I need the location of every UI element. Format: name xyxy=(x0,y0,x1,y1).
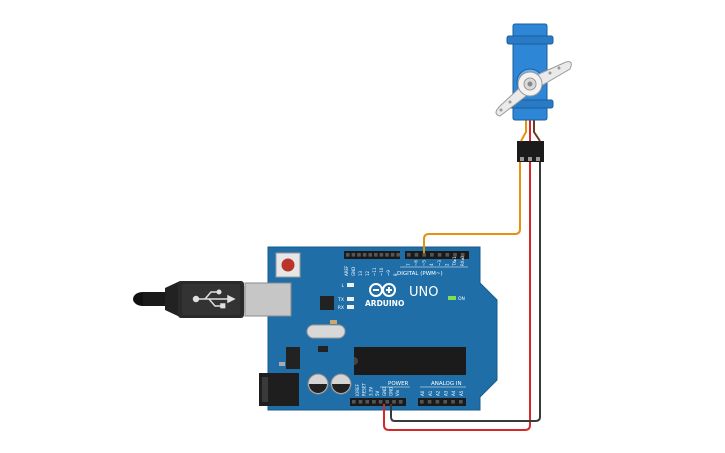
on-led xyxy=(448,296,456,300)
digital-pin-label: RX◂0 xyxy=(460,255,465,266)
power-header[interactable] xyxy=(350,398,406,406)
digital-pin-label: 13 xyxy=(358,270,363,276)
analog-label: ANALOG IN xyxy=(431,381,462,387)
pin-hole[interactable] xyxy=(420,400,424,404)
analog-header[interactable] xyxy=(418,398,466,406)
capacitor xyxy=(307,373,329,395)
status-leds xyxy=(347,283,354,309)
servo-motor[interactable] xyxy=(495,23,572,162)
pin-hole[interactable] xyxy=(368,253,372,257)
usb-icon xyxy=(192,289,236,309)
wire-ground[interactable] xyxy=(390,161,541,422)
power-pin-label: GND xyxy=(389,387,394,396)
pin-hole[interactable] xyxy=(435,400,440,404)
pin-hole[interactable] xyxy=(351,253,356,257)
pin-hole[interactable] xyxy=(430,253,434,257)
digital-pin-label: GND xyxy=(351,267,356,276)
digital-pin-holes xyxy=(346,253,465,257)
power-pin-label: GND xyxy=(382,387,387,396)
digital-pin-label: AREF xyxy=(344,265,349,276)
digital-pin-label: 2 xyxy=(445,263,450,266)
pin-hole[interactable] xyxy=(445,253,450,257)
digital-header-label: DIGITAL (PWM~) xyxy=(397,271,443,277)
brand-label: ARDUINO xyxy=(365,299,404,308)
pin-hole[interactable] xyxy=(346,253,350,257)
usb-cable[interactable] xyxy=(133,281,264,318)
bottom-pin-holes xyxy=(352,400,463,404)
power-pin-label: RESET xyxy=(362,383,367,396)
crystal-oscillator xyxy=(306,324,346,339)
analog-pin-label: A2 xyxy=(436,390,441,396)
pin-hole[interactable] xyxy=(352,400,356,404)
pin-hole[interactable] xyxy=(427,400,432,404)
pin-hole[interactable] xyxy=(437,253,442,257)
pin-hole[interactable] xyxy=(407,253,411,257)
power-pin-label: IOREF xyxy=(355,383,360,396)
model-label: UNO xyxy=(409,285,438,300)
digital-pin-label: 7 xyxy=(406,263,411,266)
pin-hole[interactable] xyxy=(398,400,403,404)
digital-pin-label: TX▸1 xyxy=(452,256,457,267)
digital-pin-label: ~6 xyxy=(414,260,419,266)
pin-hole[interactable] xyxy=(459,400,463,404)
analog-pin-label: A0 xyxy=(420,390,425,396)
pin-hole[interactable] xyxy=(443,400,447,404)
power-label: POWER xyxy=(388,381,409,387)
pin-hole[interactable] xyxy=(392,400,396,404)
pin-hole[interactable] xyxy=(460,253,465,257)
digital-pin-label: 4 xyxy=(429,263,434,266)
digital-pin-label: ~9 xyxy=(386,270,391,276)
pin-hole[interactable] xyxy=(378,400,383,404)
pin-hole[interactable] xyxy=(372,400,376,404)
arduino-logo-icon xyxy=(369,283,396,297)
pin-hole[interactable] xyxy=(385,253,389,257)
analog-pin-label: A3 xyxy=(443,390,448,396)
pin-hole[interactable] xyxy=(362,253,367,257)
digital-pin-label: ~5 xyxy=(421,260,426,266)
pin-hole[interactable] xyxy=(365,400,369,404)
pin-hole[interactable] xyxy=(422,253,426,257)
pin-hole[interactable] xyxy=(379,253,384,257)
pin-hole[interactable] xyxy=(357,253,361,257)
power-pin-label: 5V xyxy=(375,390,380,396)
pin-hole[interactable] xyxy=(396,253,400,257)
pin-hole[interactable] xyxy=(414,253,419,257)
on-label: ON xyxy=(458,296,465,302)
power-pin-label: Vin xyxy=(395,389,400,396)
pin-hole[interactable] xyxy=(358,400,363,404)
pin-hole[interactable] xyxy=(374,253,378,257)
servo-connector xyxy=(517,141,544,162)
analog-pin-label: A5 xyxy=(459,390,464,396)
voltage-regulator xyxy=(286,347,300,369)
digital-pin-label: 12 xyxy=(365,270,370,276)
pin-hole[interactable] xyxy=(385,400,390,404)
led-label-l: L xyxy=(341,283,344,289)
digital-pin-label: ~3 xyxy=(437,260,442,266)
digital-pin-label: 8 xyxy=(393,273,398,276)
capacitor xyxy=(330,373,352,395)
usb-chip xyxy=(320,296,334,310)
digital-header[interactable] xyxy=(344,251,469,259)
usb-jack xyxy=(244,282,292,317)
digital-pin-label: ~10 xyxy=(379,267,384,276)
analog-pin-label: A1 xyxy=(428,390,433,396)
power-pin-label: 3.3V xyxy=(368,387,373,396)
digital-pin-label: ~11 xyxy=(372,267,377,276)
servo-horn xyxy=(495,61,572,117)
led-label-tx: TX xyxy=(337,297,344,303)
pin-hole[interactable] xyxy=(453,253,457,257)
wire-signal[interactable] xyxy=(423,161,521,253)
wire-power[interactable] xyxy=(383,161,531,431)
analog-pin-label: A4 xyxy=(451,390,456,396)
pin-hole[interactable] xyxy=(390,253,395,257)
atmega-chip xyxy=(354,347,466,375)
reset-button[interactable] xyxy=(275,252,301,278)
led-label-rx: RX xyxy=(338,305,344,311)
pin-hole[interactable] xyxy=(451,400,455,404)
